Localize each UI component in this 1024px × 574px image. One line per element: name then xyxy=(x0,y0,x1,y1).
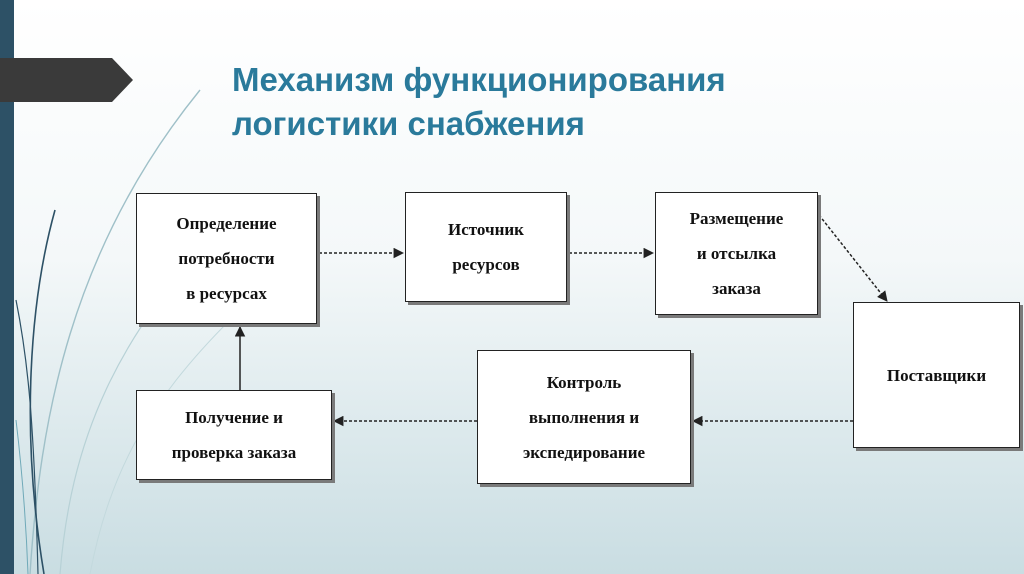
title-marker-arrow xyxy=(0,58,133,102)
page-title: Механизм функционирования логистики снаб… xyxy=(232,58,972,146)
title-line-2: логистики снабжения xyxy=(232,105,585,142)
node-need-determination: Определение потребности в ресурсах xyxy=(136,193,317,324)
arrow-order-to-suppliers xyxy=(818,214,888,302)
node-control-expediting: Контроль выполнения и экспедирование xyxy=(477,350,691,484)
node-resource-source: Источник ресурсов xyxy=(405,192,567,302)
left-accent-stripe xyxy=(0,0,14,574)
node-suppliers: Поставщики xyxy=(853,302,1020,448)
title-line-1: Механизм функционирования xyxy=(232,61,726,98)
node-order-placement: Размещение и отсылка заказа xyxy=(655,192,818,315)
node-order-receipt: Получение и проверка заказа xyxy=(136,390,332,480)
